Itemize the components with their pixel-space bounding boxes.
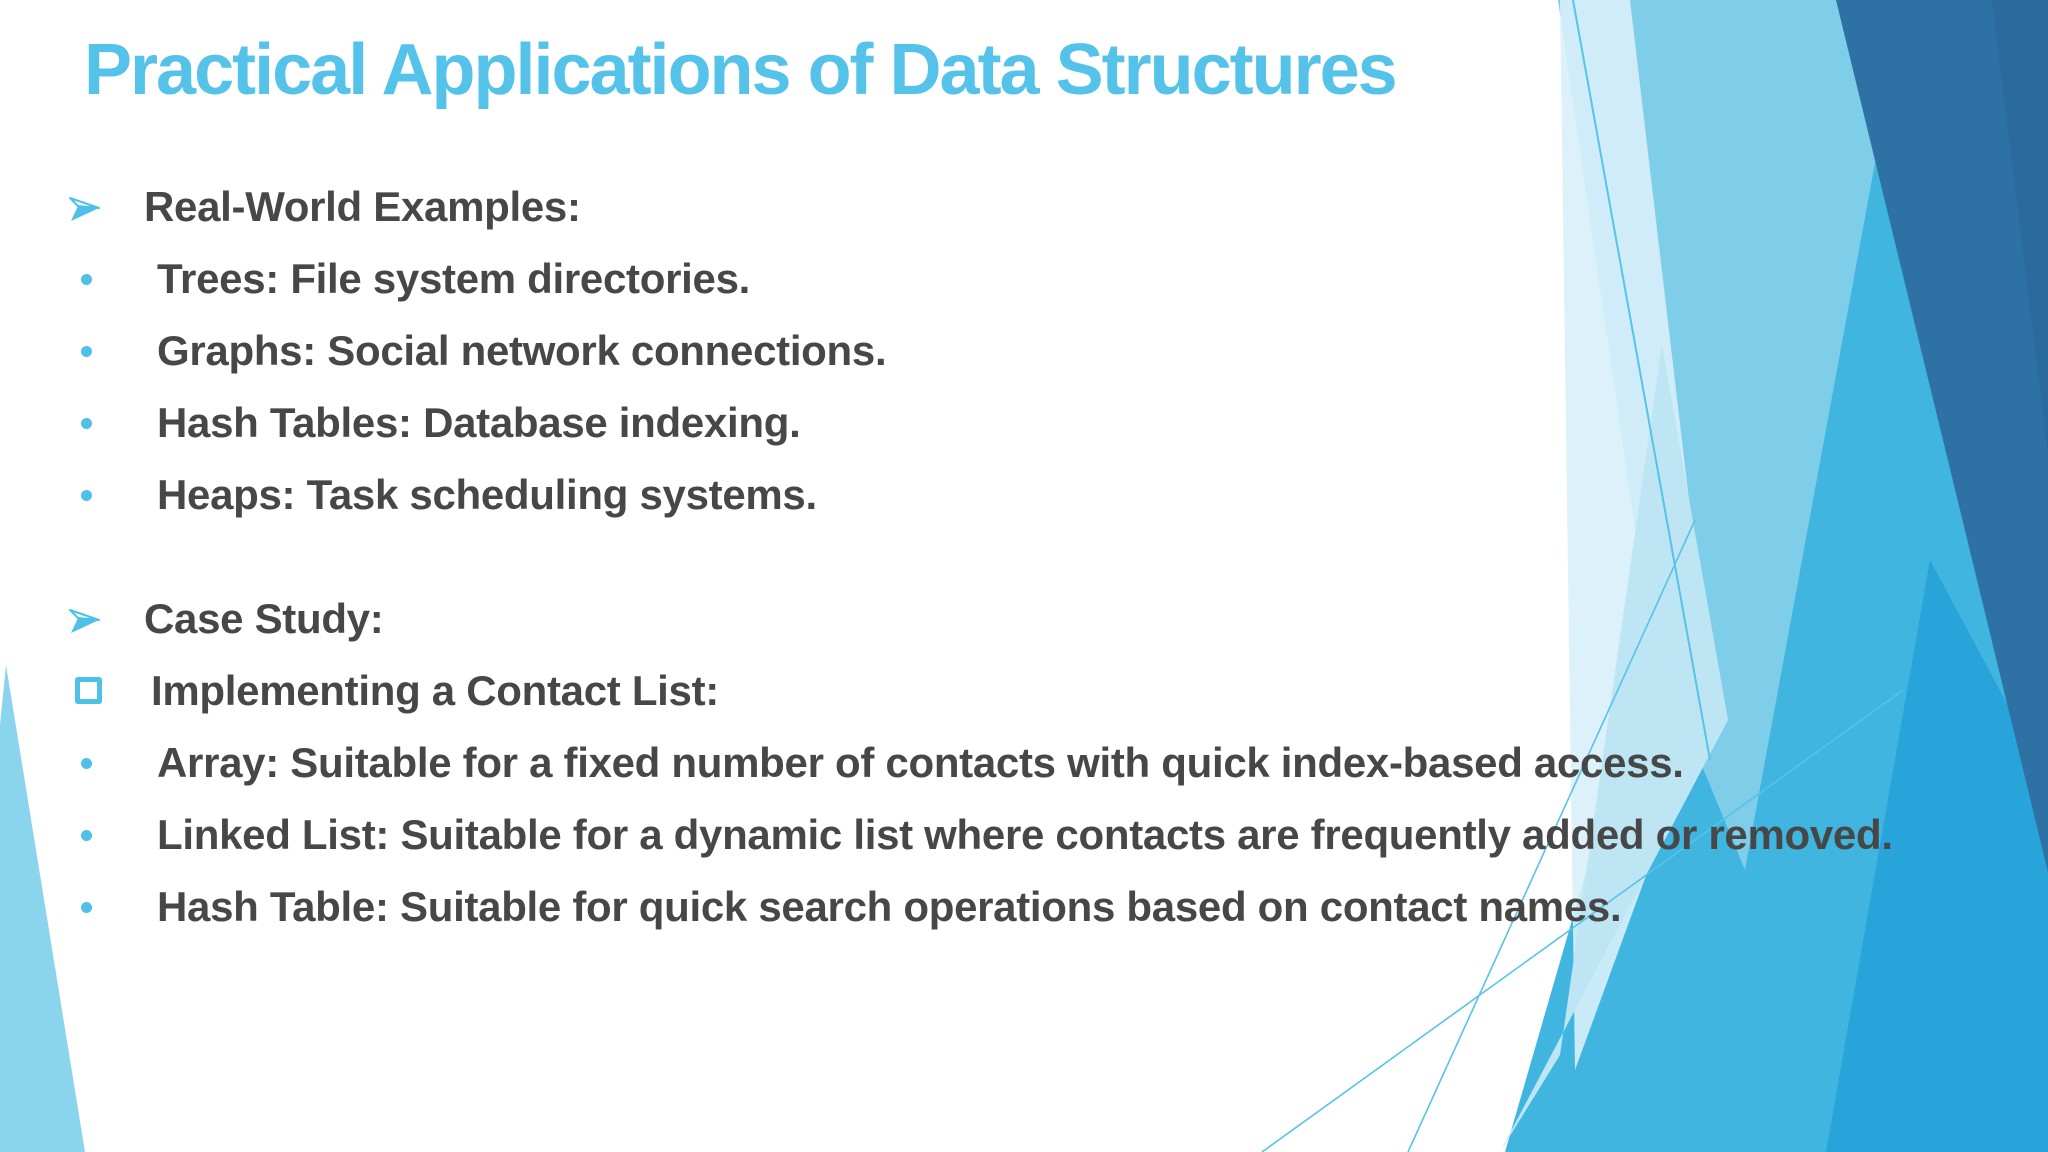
dot-bullet-icon bbox=[60, 324, 157, 357]
list-item-text: Hash Table: Suitable for quick search op… bbox=[157, 883, 1622, 930]
facet-dark-triangle bbox=[1836, 0, 2048, 872]
list-item: Case Study: bbox=[60, 592, 1938, 645]
list-item-text: Heaps: Task scheduling systems. bbox=[157, 471, 817, 518]
arrow-bullet-icon bbox=[60, 180, 144, 223]
square-bullet-icon bbox=[60, 664, 151, 704]
list-item: Implementing a Contact List: bbox=[60, 664, 1938, 717]
list-item: Trees: File system directories. bbox=[60, 252, 1938, 305]
list-item-text: Graphs: Social network connections. bbox=[157, 327, 887, 374]
list-item-text: Case Study: bbox=[144, 595, 384, 642]
list-item: Hash Table: Suitable for quick search op… bbox=[60, 880, 1938, 933]
dot-bullet-icon bbox=[60, 468, 157, 501]
facet-hairline-3 bbox=[1261, 689, 1904, 1152]
list-item-text: Linked List: Suitable for a dynamic list… bbox=[157, 811, 1893, 858]
list-item: Linked List: Suitable for a dynamic list… bbox=[60, 808, 1938, 861]
facet-cyan-triangle bbox=[1826, 560, 2048, 1152]
dot-bullet-icon bbox=[60, 736, 157, 769]
list-item: Real-World Examples: bbox=[60, 180, 1938, 233]
facet-hairline-2 bbox=[1407, 519, 1696, 1152]
list-item: Heaps: Task scheduling systems. bbox=[60, 468, 1938, 521]
list-item-text: Hash Tables: Database indexing. bbox=[157, 399, 801, 446]
list-item-text: Implementing a Contact List: bbox=[151, 667, 719, 714]
list-item: Array: Suitable for a fixed number of co… bbox=[60, 736, 1938, 789]
facet-darker-corner bbox=[1992, 0, 2048, 455]
dot-bullet-icon bbox=[60, 252, 157, 285]
arrow-bullet-icon bbox=[60, 592, 144, 635]
facet-hairline-1 bbox=[1572, 0, 1711, 761]
bullet-group-case-study: Case Study: Implementing a Contact List:… bbox=[60, 592, 1938, 933]
bullet-group-real-world: Real-World Examples: Trees: File system … bbox=[60, 180, 1938, 521]
list-item: Graphs: Social network connections. bbox=[60, 324, 1938, 377]
list-item-text: Real-World Examples: bbox=[144, 183, 581, 230]
left-edge-wedge bbox=[0, 665, 85, 1152]
list-item-text: Trees: File system directories. bbox=[157, 255, 750, 302]
slide-title: Practical Applications of Data Structure… bbox=[84, 30, 1398, 110]
bullet-list: Real-World Examples: Trees: File system … bbox=[60, 180, 1938, 952]
list-item: Hash Tables: Database indexing. bbox=[60, 396, 1938, 449]
list-item-text: Array: Suitable for a fixed number of co… bbox=[157, 739, 1684, 786]
dot-bullet-icon bbox=[60, 396, 157, 429]
dot-bullet-icon bbox=[60, 808, 157, 841]
dot-bullet-icon bbox=[60, 880, 157, 913]
